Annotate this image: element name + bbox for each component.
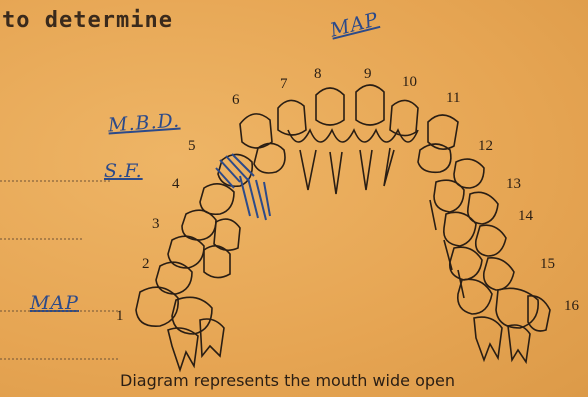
tooth-number-14: 14 xyxy=(518,208,533,225)
tooth-6 xyxy=(240,114,272,148)
tooth-number-12: 12 xyxy=(478,138,493,155)
tooth-7 xyxy=(278,100,306,135)
tooth-number-6: 6 xyxy=(232,92,240,109)
tooth-number-11: 11 xyxy=(446,90,460,107)
tooth-10 xyxy=(390,100,418,135)
tooth-number-3: 3 xyxy=(152,216,160,233)
tooth-8 xyxy=(316,88,344,125)
tooth-number-4: 4 xyxy=(172,176,180,193)
tooth-number-13: 13 xyxy=(506,176,521,193)
tooth-9 xyxy=(356,85,384,125)
tooth-number-15: 15 xyxy=(540,256,555,273)
tooth-number-2: 2 xyxy=(142,256,150,273)
tooth-number-16: 16 xyxy=(564,298,579,315)
tooth-number-7: 7 xyxy=(280,76,288,93)
tooth-number-5: 5 xyxy=(188,138,196,155)
tooth-number-10: 10 xyxy=(402,74,417,91)
tooth-number-8: 8 xyxy=(314,66,322,83)
diagram-caption: Diagram represents the mouth wide open xyxy=(120,371,455,390)
tooth-number-9: 9 xyxy=(364,66,372,83)
tooth-number-1: 1 xyxy=(116,308,124,325)
